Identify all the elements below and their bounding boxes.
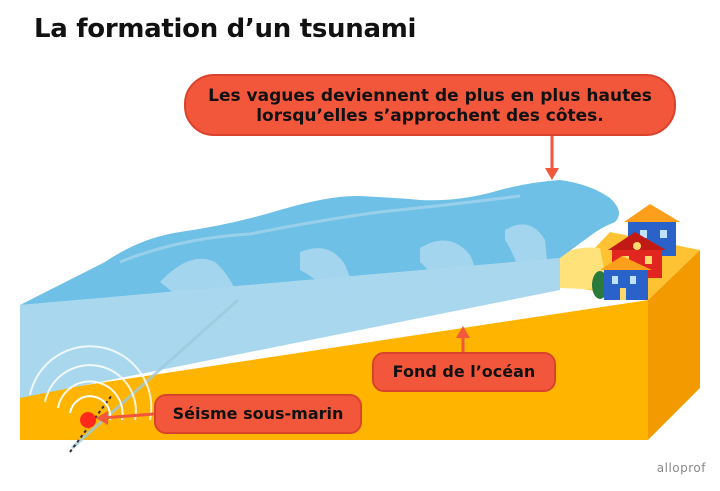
- brand-logo: alloprof: [656, 461, 706, 475]
- earthquake-rings: [29, 345, 153, 421]
- arrow-waves: [545, 136, 559, 180]
- epicenter-dot: [80, 412, 96, 428]
- wave-trough-2: [300, 248, 360, 300]
- wave-trough-4: [505, 224, 548, 272]
- house-icon-blue: [600, 256, 652, 300]
- arrow-earthquake: [96, 411, 155, 425]
- fault-line: [71, 298, 239, 450]
- callout-ocean-floor: Fond de l’océan: [372, 352, 556, 392]
- page-title: La formation d’un tsunami: [34, 14, 417, 44]
- arrow-ocean-floor: [456, 326, 470, 352]
- wave-trough-1: [160, 258, 240, 306]
- callout-waves: Les vagues deviennent de plus en plus ha…: [184, 74, 676, 136]
- water-front-face: [20, 258, 560, 398]
- callout-waves-line2: lorsqu’elles s’approchent des côtes.: [256, 106, 604, 126]
- ground-side-face: [648, 250, 700, 440]
- wave-crest-line: [119, 194, 521, 264]
- wave-trough-3: [420, 240, 475, 292]
- callout-earthquake: Séisme sous-marin: [154, 394, 362, 434]
- callout-waves-line1: Les vagues deviennent de plus en plus ha…: [208, 86, 652, 106]
